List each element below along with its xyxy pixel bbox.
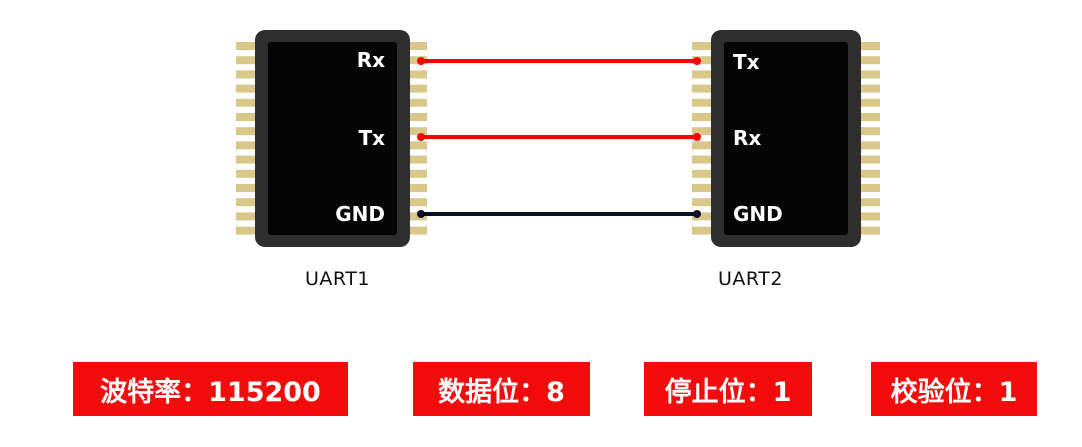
uart2-right-pin [858,169,880,178]
data-bits-badge: 数据位：8 [413,362,590,416]
uart2-right-pin [858,84,880,93]
uart2-left-pin [692,56,714,65]
uart1-right-pin [407,198,427,207]
uart1-right-pin [407,56,427,65]
uart2-pins-right [858,42,880,235]
uart2-right-pin [858,226,880,235]
uart1-name: UART1 [305,268,370,290]
uart2-left-pin [692,184,714,192]
uart1-left-pin [236,198,258,207]
uart2-pin-gnd-label: GND [733,202,783,226]
uart1-left-pin [236,127,258,136]
wire-gnd-end-left [417,210,425,218]
uart1-chip: Rx Tx GND [236,30,427,247]
uart2-chip: Tx Rx GND [692,30,880,247]
uart1-left-pin [236,113,258,121]
uart1-pin-gnd-label: GND [335,202,385,226]
uart2-right-pin [858,141,880,150]
uart1-right-pin [407,70,427,79]
uart2-left-pin [692,127,714,136]
uart1-right-pin [407,169,427,178]
uart1-right-pin [407,127,427,136]
uart2-right-pin [858,212,880,221]
uart2-pin-rx-label: Rx [733,126,761,150]
uart1-right-pin [407,84,427,93]
parity-bit-badge: 校验位：1 [871,362,1037,416]
wire-gnd-end-right [693,210,701,218]
uart1-left-pin [236,98,258,107]
uart2-left-pin [692,212,714,221]
uart1-pin-tx-label: Tx [358,126,385,150]
uart1-right-pin [407,98,427,107]
uart2-left-pin [692,98,714,107]
uart2-right-pin [858,198,880,207]
uart1-right-pin [407,212,427,221]
wires [417,57,701,218]
uart2-left-pin [692,141,714,150]
stop-bits-badge: 停止位：1 [644,362,812,416]
wire-tx-to-rx-end-left [417,133,425,141]
uart2-right-pin [858,155,880,164]
uart1-left-pin [236,169,258,178]
wire-rx-to-tx-end-right [693,57,701,65]
uart2-left-pin [692,155,714,164]
uart1-right-pin [407,184,427,192]
uart2-left-pin [692,198,714,207]
uart2-left-pin [692,226,714,235]
uart1-left-pin [236,42,258,50]
uart1-chip-core [268,42,397,235]
uart2-pin-tx-label: Tx [733,50,760,74]
uart1-right-pin [407,42,427,50]
wire-rx-to-tx-end-left [417,57,425,65]
uart2-right-pin [858,184,880,192]
wire-tx-to-rx-end-right [693,133,701,141]
uart2-right-pin [858,113,880,121]
uart1-left-pin [236,84,258,93]
uart2-right-pin [858,56,880,65]
uart1-left-pin [236,155,258,164]
uart1-right-pin [407,113,427,121]
uart2-left-pin [692,70,714,79]
uart1-left-pin [236,70,258,79]
uart2-right-pin [858,70,880,79]
uart1-pin-rx-label: Rx [357,48,385,72]
uart1-right-pin [407,226,427,235]
uart2-left-pin [692,84,714,93]
uart1-right-pin [407,155,427,164]
uart2-left-pin [692,42,714,50]
uart2-right-pin [858,127,880,136]
uart2-name: UART2 [718,268,783,290]
uart1-left-pin [236,56,258,65]
uart2-right-pin [858,42,880,50]
baud-rate-badge: 波特率：115200 [73,362,348,416]
uart2-right-pin [858,98,880,107]
uart1-pins-left [236,42,258,235]
uart1-left-pin [236,212,258,221]
uart1-left-pin [236,141,258,150]
uart2-chip-core [724,42,848,235]
uart2-left-pin [692,169,714,178]
uart1-left-pin [236,184,258,192]
uart1-left-pin [236,226,258,235]
uart2-pins-left [692,42,714,235]
uart2-left-pin [692,113,714,121]
uart1-pins-right [407,42,427,235]
uart1-right-pin [407,141,427,150]
